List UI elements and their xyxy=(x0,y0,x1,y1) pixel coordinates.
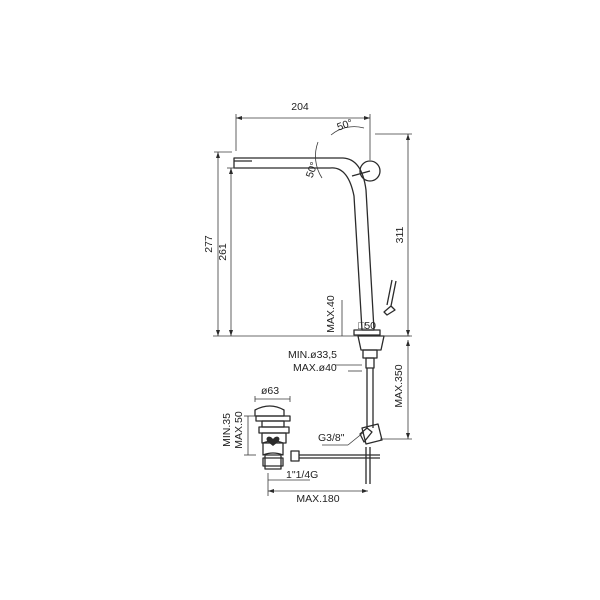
label-body-height: 311 xyxy=(394,226,406,243)
label-base-square: □50 xyxy=(358,320,376,332)
label-connection: G3/8" xyxy=(318,432,345,444)
popup-waste xyxy=(254,405,380,484)
label-hole-min: MIN.ø33,5 xyxy=(288,349,337,361)
label-swivel-side: 50° xyxy=(304,160,321,179)
label-waste-max: MAX.50 xyxy=(233,411,245,449)
faucet-handle-knob xyxy=(359,160,381,182)
label-waste-min: MIN.35 xyxy=(221,413,233,447)
label-hole-max: MAX.ø40 xyxy=(293,362,337,374)
label-flex-length: MAX.350 xyxy=(393,364,405,407)
faucet-base xyxy=(353,329,381,336)
fixing-assembly xyxy=(357,335,385,445)
dimension-lines xyxy=(214,114,412,496)
label-max-deck: MAX.40 xyxy=(325,295,337,333)
label-spout-height: 261 xyxy=(217,243,229,261)
faucet-spout xyxy=(233,157,375,331)
label-lever-reach: MAX.180 xyxy=(296,493,339,505)
faucet-lever xyxy=(383,279,397,316)
waste-heart-icon xyxy=(266,436,280,446)
waste-plug xyxy=(254,405,285,417)
faucet xyxy=(233,157,397,336)
label-waste-thread: 1"1/4G xyxy=(286,469,318,481)
label-swivel-top: 50° xyxy=(335,117,354,134)
label-waste-diameter: ø63 xyxy=(261,385,279,397)
label-total-height: 277 xyxy=(203,235,215,253)
label-spout-reach: 204 xyxy=(291,101,309,113)
